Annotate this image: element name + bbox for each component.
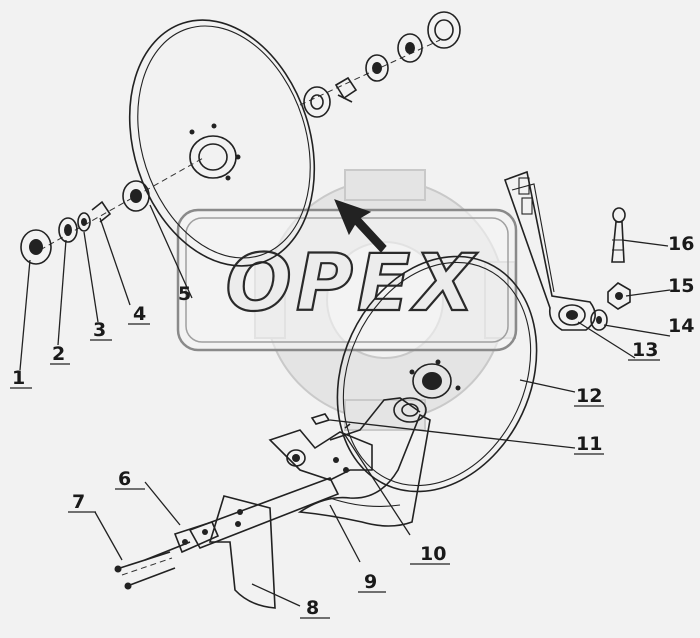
part-3-nut: [77, 212, 91, 232]
callout-15: 15: [668, 275, 694, 297]
leader-lines: [19, 204, 671, 607]
callout-2: 2: [52, 343, 65, 365]
upper-cap: [427, 11, 461, 49]
part-12-lower-disc: [336, 255, 538, 493]
part-9-boot: [297, 413, 431, 527]
lower-hub-bearing: [393, 397, 427, 423]
callout-10: 10: [420, 543, 446, 565]
assembly-arrow: [334, 199, 387, 253]
part-5-bearing: [122, 180, 150, 212]
part-10-frame-shank: [188, 397, 421, 549]
part-8-scraper: [208, 495, 276, 609]
upper-disc: [128, 19, 316, 267]
upper-disc-hub: [189, 135, 237, 179]
callout-1: 1: [12, 367, 25, 389]
part-7-bolts: [114, 541, 191, 590]
callouts: 1 2 3 4 5 6 7 8 9 10 11 12 13 14 15 16: [10, 233, 694, 619]
upper-lock-washer: [334, 76, 358, 103]
callout-13: 13: [632, 339, 658, 361]
part-4-lock-washer: [91, 200, 112, 223]
upper-seal: [397, 33, 423, 63]
callout-4: 4: [133, 303, 146, 325]
callout-16: 16: [668, 233, 694, 255]
watermark-logo: OPEX: [176, 169, 518, 431]
callout-12: 12: [576, 385, 602, 407]
part-16-bolt: [611, 207, 626, 263]
callout-6: 6: [118, 468, 131, 490]
part-11-pin: [310, 413, 351, 429]
upper-bearing-seal: [303, 86, 331, 118]
callout-9: 9: [364, 571, 377, 593]
part-2-seal: [58, 217, 78, 243]
callout-14: 14: [668, 315, 694, 337]
callout-11: 11: [576, 433, 602, 455]
part-14-washer: [590, 309, 608, 331]
callout-8: 8: [306, 597, 319, 619]
part-1-dust-cap: [20, 229, 52, 265]
upper-bearing: [365, 54, 389, 82]
part-15-nut: [607, 282, 631, 310]
callout-5: 5: [178, 283, 191, 305]
callout-3: 3: [93, 319, 106, 341]
watermark-text: OPEX: [226, 239, 479, 329]
part-13-arm: [503, 170, 596, 331]
callout-7: 7: [72, 491, 85, 513]
